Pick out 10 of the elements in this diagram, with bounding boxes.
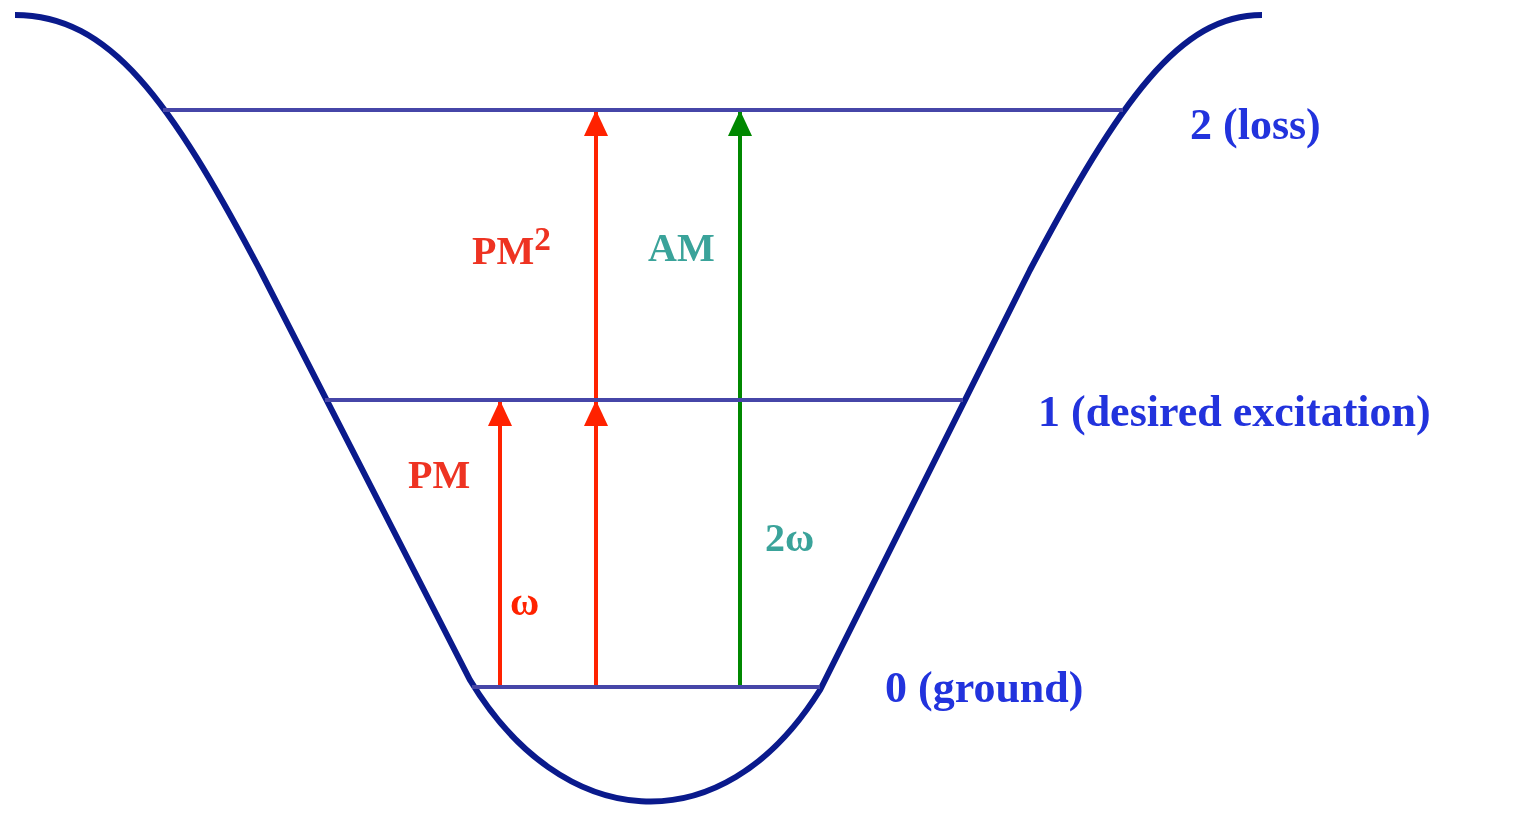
arrow	[583, 110, 609, 398]
arrow	[727, 110, 753, 685]
modulation-label: PM$^{2}$	[472, 222, 551, 272]
modulation-label: PM	[408, 455, 471, 495]
level-label: 0 (ground)	[885, 666, 1084, 710]
level-label: 2 (loss)	[1190, 103, 1321, 147]
arrow	[487, 400, 513, 685]
level-label: 1 (desired excitation)	[1038, 390, 1431, 434]
modulation-label: AM	[648, 228, 715, 268]
arrow	[583, 400, 609, 685]
